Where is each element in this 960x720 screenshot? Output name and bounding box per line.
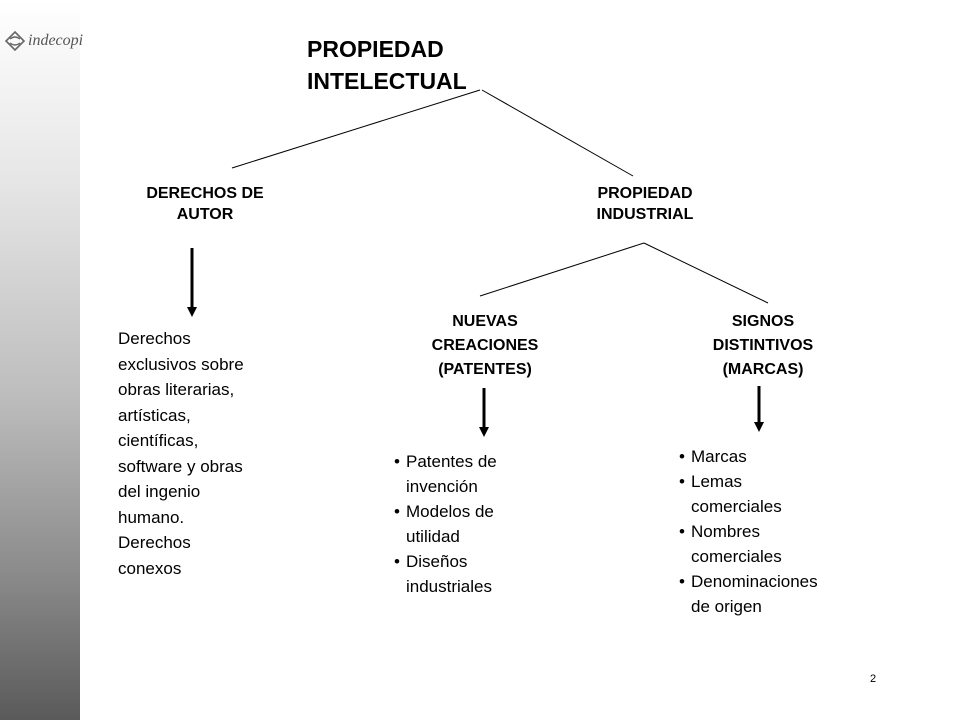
description-line: exclusivos sobre [118,354,244,374]
indecopi-logo-icon [4,30,26,52]
diagram-title: PROPIEDAD INTELECTUAL [307,33,467,97]
list-item-line: Diseños [406,552,468,571]
list-item: Diseños industriales [394,549,554,599]
description-line: conexos [118,558,182,578]
patentes-list: Patentes de invención Modelos de utilida… [394,449,554,599]
title-line: INTELECTUAL [307,68,467,94]
list-item: Marcas [679,444,869,469]
description-line: humano. [118,507,185,527]
derechos-autor-description: Derechos exclusivos sobre obras literari… [118,326,288,581]
list-item-line: comerciales [691,497,782,516]
line-to-derechos-autor [231,89,481,169]
list-item-line: comerciales [691,547,782,566]
node-label-line: SIGNOS [731,313,795,330]
list-item-line: Denominaciones [691,572,818,591]
description-line: artísticas, [118,405,191,425]
description-line: Derechos [118,533,191,552]
list-item-line: Lemas [691,472,743,491]
node-derechos-autor: DERECHOS DE AUTOR [120,183,290,225]
list-item-line: de origen [691,597,762,616]
list-item-line: Marcas [691,447,747,466]
node-label-line: AUTOR [176,206,234,223]
node-signos-distintivos: SIGNOS DISTINTIVOS (MARCAS) [668,310,858,382]
marcas-list: Marcas Lemas comerciales Nombres comerci… [679,444,869,619]
node-label-line: CREACIONES [431,337,539,354]
list-item: Denominaciones de origen [679,569,869,619]
description-line: del ingenio [118,482,201,501]
list-item-line: Patentes de [406,452,497,471]
description-line: obras literarias, [118,380,235,399]
description-line: Derechos [118,329,191,348]
list-item: Lemas comerciales [679,469,869,519]
line-to-signos-distintivos [643,242,769,304]
node-label-line: PROPIEDAD [597,185,693,202]
list-item: Modelos de utilidad [394,499,554,549]
title-line: PROPIEDAD [307,36,444,62]
description-line: científicas, [118,431,199,450]
node-label-line: DISTINTIVOS [712,337,814,354]
description-line: software y obras [118,456,243,476]
node-label-line: INDUSTRIAL [596,206,694,223]
logo: indecopi [4,30,83,52]
node-label-line: DERECHOS DE [146,185,264,202]
node-label-line: NUEVAS [452,313,518,330]
page-number: 2 [870,673,877,685]
node-label-line: (PATENTES) [438,361,532,378]
node-propiedad-industrial: PROPIEDAD INDUSTRIAL [560,183,730,225]
list-item-line: utilidad [406,527,460,546]
list-item-line: industriales [406,577,492,596]
list-item-line: invención [406,477,478,496]
line-to-nuevas-creaciones [479,242,645,297]
list-item: Nombres comerciales [679,519,869,569]
side-gradient-bar [0,0,80,720]
logo-text: indecopi [28,32,84,49]
node-nuevas-creaciones: NUEVAS CREACIONES (PATENTES) [390,310,580,382]
node-label-line: (MARCAS) [722,361,804,378]
list-item: Patentes de invención [394,449,554,499]
line-to-propiedad-industrial [481,89,634,177]
list-item-line: Nombres [691,522,760,541]
list-item-line: Modelos de [406,502,494,521]
